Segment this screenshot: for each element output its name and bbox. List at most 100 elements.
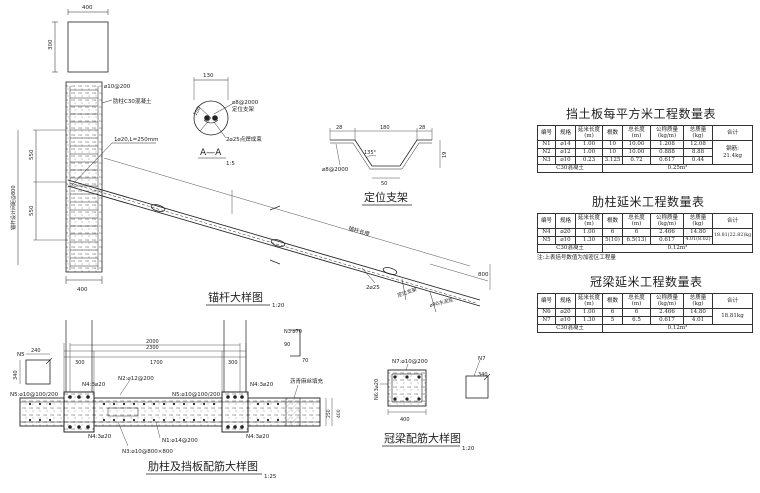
support-detail [329, 128, 441, 179]
table-header-cell: 编号 [537, 213, 556, 229]
n5-l-label: N5:⌀10@100/200 [10, 392, 59, 398]
support-label: 定位支架 [396, 286, 417, 299]
rib-plate-detail [19, 320, 333, 447]
rib-plate-scale: 1:25 [264, 474, 277, 480]
table-cell: 1.00 [575, 228, 603, 237]
rib-top-block [67, 21, 109, 73]
table2: 编号 规格 延米长度(m) 根数 总长度(m) 公称质量(kg/m) 总质量(k… [537, 213, 753, 253]
aa-dim-width: 130 [203, 73, 214, 79]
table-cell: N1 [537, 140, 556, 149]
dim-300-l: 300 [75, 360, 85, 366]
table-header-cell: 总质量(kg) [683, 213, 713, 229]
table-header-cell: 延米长度(m) [575, 125, 603, 141]
dim-300-r: 300 [228, 360, 238, 366]
dim-2000: 2000 [146, 339, 159, 345]
table-cell: ⌀10 [555, 156, 576, 165]
table-cell: 0.23 [575, 156, 603, 165]
table-header-cell: 编号 [537, 293, 556, 309]
table-cell: 4.01(8.02) [683, 236, 713, 245]
hole-label: ⌀90水泥浆 [429, 296, 454, 309]
table-total-cell: 18.81kg [712, 308, 753, 325]
n5-dim-h: 240 [31, 348, 41, 354]
dim-top-width: 400 [82, 5, 93, 11]
support-rebar: ⌀8@2000 [322, 167, 349, 173]
aa-title: A—A [200, 148, 222, 158]
support-dim-right: 28 [419, 125, 425, 131]
table-cell: ⌀20 [555, 308, 576, 317]
n4-bot-r: N4:3⌀20 [246, 434, 270, 440]
support-dim-left: 28 [336, 125, 342, 131]
table-cell: C30混凝土 [537, 324, 603, 333]
n5-dim-v: 340 [13, 370, 19, 380]
table-cell: 4.01 [683, 316, 713, 325]
table-cell: 14.80 [683, 228, 713, 237]
dim-bottom-width: 400 [77, 287, 88, 293]
dim-lower: 550 [29, 205, 35, 216]
support-dim-mid: 180 [380, 125, 390, 131]
table-row: C30混凝土 0.12m³ [537, 244, 753, 253]
table-cell: 0.888 [650, 148, 684, 157]
table-cell: 0.12m³ [602, 244, 753, 253]
n5-head: N5 [17, 352, 25, 358]
n1-label: N1:⌀14@200 [162, 438, 198, 444]
table-cell: 10 [602, 148, 623, 157]
dim-top-height: 300 [48, 39, 54, 50]
table-row: N4 ⌀20 1.00 6 6 2.466 14.80 18.81(22.82)… [537, 228, 753, 245]
dim-1700: 1700 [150, 360, 163, 366]
table-cell: 0.617 [650, 156, 684, 165]
table-header-cell: 延米长度(m) [575, 293, 603, 309]
table-cell: 8.88 [683, 148, 713, 157]
dim-400-rp: 400 [336, 409, 342, 418]
crown-n7-top: N7:⌀10@200 [392, 359, 428, 365]
table-cell: N5 [537, 236, 556, 245]
table-header-cell: 总长度(m) [622, 125, 651, 141]
support-dim-bottom: 50 [381, 181, 387, 187]
table-header-cell: 总质量(kg) [683, 125, 713, 141]
table-total-cell: 18.81(22.82)kg [712, 228, 753, 245]
table-cell: N3 [537, 156, 556, 165]
table-header-cell: 总长度(m) [622, 213, 651, 229]
dim-2300: 2300 [146, 345, 159, 351]
table-cell: 12.08 [683, 140, 713, 149]
table-cell: 2.466 [650, 308, 684, 317]
table-cell: 0.617 [650, 316, 684, 325]
support-dim-height: 19 [442, 152, 448, 158]
table-row: N1 ⌀14 1.00 10 10.00 1.208 12.08 钢筋: 21.… [537, 140, 753, 165]
table-header-row: 编号 规格 延米长度(m) 根数 总长度(m) 公称质量(kg/m) 总质量(k… [537, 213, 753, 229]
table-cell: ⌀14 [555, 140, 576, 149]
table-cell: 3.125 [602, 156, 623, 165]
table-header-cell: 合计 [712, 293, 753, 309]
n3-bot: N3:⌀10@800×800 [122, 449, 173, 455]
table-header-cell: 公称质量(kg/m) [650, 125, 684, 141]
table-cell: 1.00 [575, 308, 603, 317]
table-row: N6 ⌀20 1.00 6 6 2.466 14.80 18.81kg [537, 308, 753, 325]
n4-top-l: N4:3⌀20 [82, 382, 106, 388]
table-header-cell: 根数 [602, 125, 623, 141]
table-cell: 0.25m³ [602, 164, 753, 173]
table-cell: C30混凝土 [537, 244, 603, 253]
table-cell: C30混凝土 [537, 164, 603, 173]
support-title: 定位支架 [364, 190, 408, 204]
table-header-cell: 总长度(m) [622, 293, 651, 309]
table-cell: 6.5(13) [622, 236, 651, 245]
dim-left-total: 锚杆设计间距@800 [10, 185, 17, 230]
table-row: C30混凝土 0.25m³ [537, 164, 753, 173]
table-cell: 6 [622, 308, 651, 317]
table2-title: 肋柱延米工程数量表 [592, 195, 705, 209]
rib-stirrups [69, 86, 99, 270]
table-cell: 10 [602, 140, 623, 149]
table-header-cell: 合计 [712, 213, 753, 229]
n2-label: N2:⌀12@200 [118, 376, 154, 382]
table-header-row: 编号 规格 延米长度(m) 根数 总长度(m) 公称质量(kg/m) 总质量(k… [537, 125, 753, 141]
table-cell: 1.00 [575, 148, 603, 157]
anchor-scale: 1:20 [272, 303, 285, 309]
table-cell: 10.00 [622, 140, 651, 149]
table-cell: 1.00 [575, 140, 603, 149]
table-header-row: 编号 规格 延米长度(m) 根数 总长度(m) 公称质量(kg/m) 总质量(k… [537, 293, 753, 309]
table-header-cell: 根数 [602, 213, 623, 229]
n3-90: 90 [284, 342, 290, 348]
table-cell: 1.30 [575, 236, 603, 245]
n4-top-r: N4:3⌀20 [250, 382, 274, 388]
filler-label: 沥青麻丝填充 [290, 377, 324, 385]
